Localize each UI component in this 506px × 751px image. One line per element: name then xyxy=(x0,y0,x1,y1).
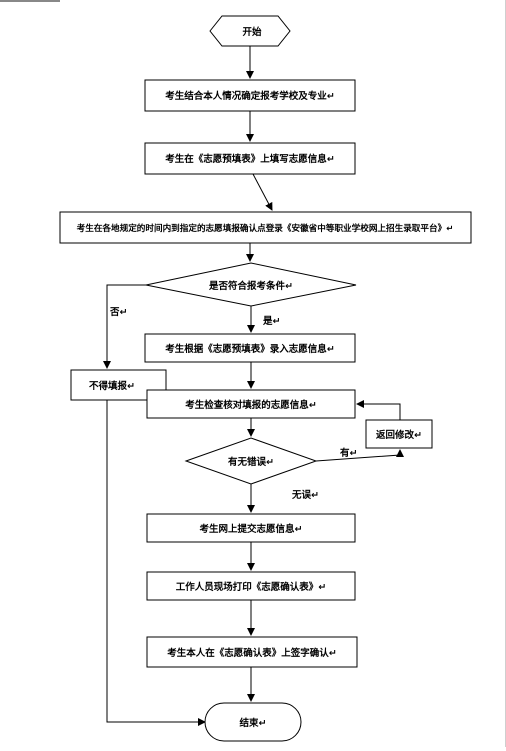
step8-box xyxy=(146,636,358,668)
step4-label: 考生根据《志愿预填表》录入志愿信息↵ xyxy=(165,343,334,355)
step6-label: 考生网上提交志愿信息↵ xyxy=(200,523,303,535)
start-node xyxy=(209,15,291,47)
decision1-label: 是否符合报考条件↵ xyxy=(208,280,293,292)
end-node xyxy=(204,702,302,742)
step5-box xyxy=(146,389,356,419)
reject-label: 不得填报↵ xyxy=(89,380,135,392)
decision2-label: 有无错误↵ xyxy=(228,456,274,468)
connector-step2-step3 xyxy=(252,173,273,211)
step1-box xyxy=(144,79,356,112)
end-label: 结束↵ xyxy=(239,717,267,729)
fix-box xyxy=(365,419,433,449)
connector-fix-step5 xyxy=(356,400,401,420)
no-error-label: 无误↵ xyxy=(291,489,319,501)
no-label: 否↵ xyxy=(109,307,127,318)
decision1-diamond xyxy=(145,262,357,307)
top-edge-line xyxy=(0,0,60,2)
connector-reject-end xyxy=(106,400,206,726)
step2-box xyxy=(144,142,356,175)
step3-label: 考生在各地规定的时间内到指定的志愿填报确认点登录《安徽省中等职业学校网上招生录取… xyxy=(77,222,454,234)
start-label: 开始 xyxy=(242,26,262,38)
connector-decision2-error xyxy=(315,449,404,462)
step5-label: 考生检查核对填报的志愿信息↵ xyxy=(185,399,316,411)
step7-label: 工作人员现场打印《志愿确认表》↵ xyxy=(176,581,326,593)
step3-box xyxy=(59,211,472,244)
step7-box xyxy=(146,571,356,601)
step2-label: 考生在《志愿预填表》上填写志愿信息↵ xyxy=(165,153,334,165)
step8-label: 考生本人在《志愿确认表》上签字确认↵ xyxy=(167,647,336,659)
step4-box xyxy=(144,333,356,363)
yes-label: 是↵ xyxy=(262,315,280,327)
connector-decision1-no xyxy=(103,284,146,369)
fix-label: 返回修改↵ xyxy=(376,429,422,441)
step1-label: 考生结合本人情况确定报考学校及专业↵ xyxy=(165,90,334,102)
has-error-label: 有↵ xyxy=(340,447,357,459)
step6-box xyxy=(146,513,356,543)
